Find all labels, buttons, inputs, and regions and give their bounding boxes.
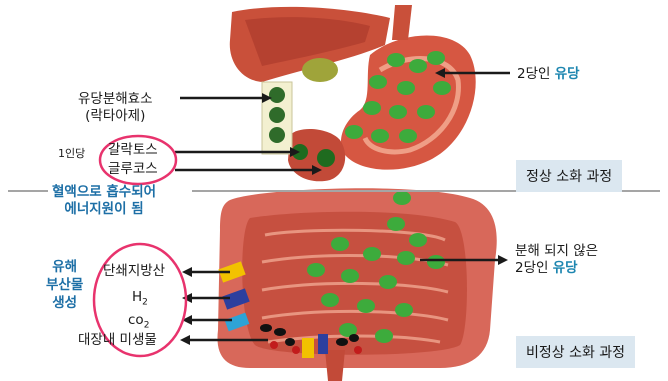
gallbladder — [302, 58, 338, 82]
enzyme-name: 유당분해효소 — [78, 91, 153, 108]
absorbed-label: 혈액으로 흡수되어 에너지원이 됨 — [52, 184, 156, 218]
undigested-label: 분해 되지 않은 2당인 유당 — [515, 243, 598, 277]
harmful-byproduct-label: 유해 부산물 생성 — [46, 258, 83, 313]
undigested-line1: 분해 되지 않은 — [515, 243, 598, 260]
enzyme-dot — [269, 87, 285, 103]
absorbed-line1: 혈액으로 흡수되어 — [52, 184, 156, 201]
scfa-label: 단쇄지방산 — [103, 263, 165, 280]
disaccharide-prefix: 2당인 — [517, 66, 555, 82]
undigested-word: 유당 — [553, 260, 578, 276]
glucose-label: 글루코스 — [108, 161, 158, 178]
undigested-prefix: 2당인 — [515, 260, 553, 276]
harmful-line2: 부산물 — [46, 276, 83, 294]
enzyme-dot — [269, 127, 285, 143]
enzyme-alias: (락타아제) — [78, 108, 153, 125]
disaccharide-label: 2당인 유당 — [517, 66, 580, 83]
disaccharide-word: 유당 — [555, 66, 580, 82]
h2-label: H2 — [132, 289, 148, 309]
monosaccharide-label: 1인당 — [58, 147, 85, 161]
abnormal-digestion-box: 비정상 소화 과정 — [516, 336, 635, 368]
glucose-dot — [317, 149, 335, 167]
rectum — [325, 350, 345, 381]
enzyme-dot — [269, 107, 285, 123]
esophagus — [392, 5, 412, 40]
galactose-label: 갈락토스 — [108, 142, 158, 159]
harmful-line3: 생성 — [46, 294, 83, 312]
microbes-label: 대장내 미생물 — [78, 332, 157, 349]
co2-label: co2 — [128, 312, 149, 332]
absorbed-line2: 에너지원이 됨 — [52, 201, 156, 218]
harmful-line1: 유해 — [46, 258, 83, 276]
enzyme-label: 유당분해효소 (락타아제) — [78, 91, 153, 125]
normal-digestion-box: 정상 소화 과정 — [516, 160, 622, 192]
